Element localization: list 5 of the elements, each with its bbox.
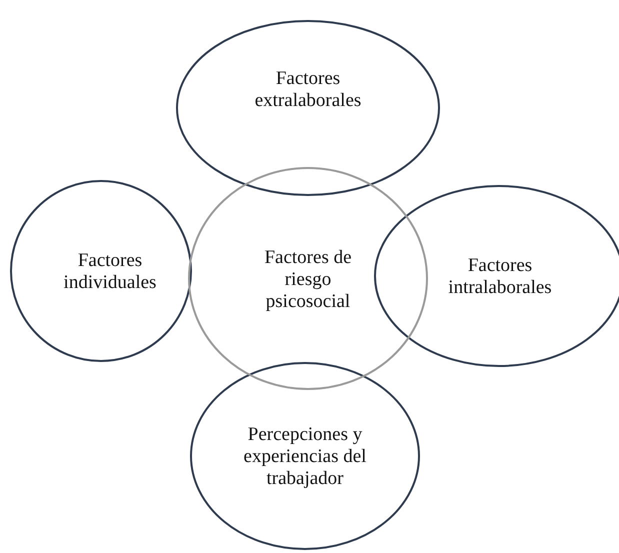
ellipse-label: Factores individuales (62, 250, 158, 294)
ellipse-label: Percepciones y experiencias del trabajador (242, 424, 368, 490)
ellipse-label: Factores de riesgo psicosocial (263, 247, 353, 313)
ellipse-label: Factores intralaborales (447, 255, 553, 299)
ellipse-label: Factores extralaborales (254, 68, 362, 112)
